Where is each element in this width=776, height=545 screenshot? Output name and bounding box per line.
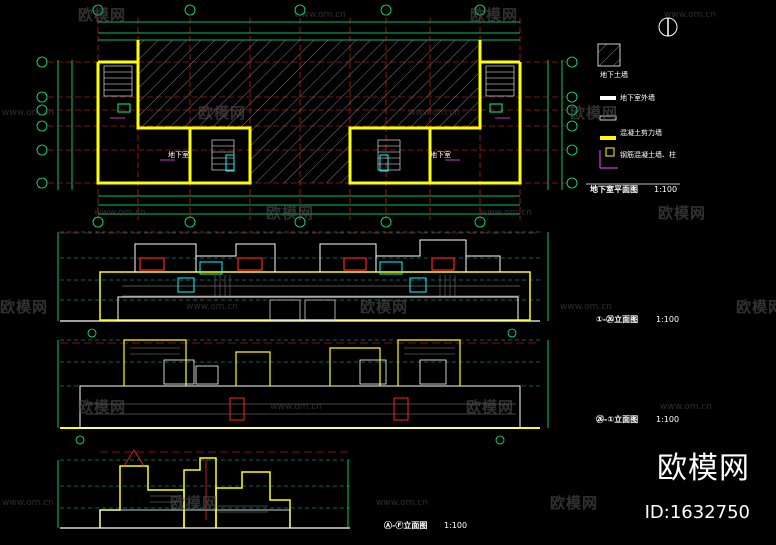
watermark-brand: 欧模网	[470, 6, 519, 24]
watermark-url: www.om.cn	[664, 10, 716, 20]
room-label-right: 地下室	[430, 151, 451, 159]
elevation-2	[57, 339, 549, 445]
room-label-left: 地下室	[168, 151, 189, 159]
watermark-brand: 欧模网	[736, 298, 776, 316]
legend-item-1: 地下土墙	[600, 71, 628, 79]
watermark-brand: 欧模网	[658, 204, 707, 222]
elevation-1	[57, 231, 549, 338]
watermark-brand: 欧模网	[360, 298, 409, 316]
legend-item-2: 地下室外墙	[620, 94, 655, 102]
legend-item-3: 混凝土剪力墙	[620, 129, 662, 137]
watermark-url: www.om.cn	[294, 10, 346, 20]
watermark-url: www.om.cn	[660, 402, 712, 412]
watermark-url: www.om.cn	[2, 108, 54, 118]
legend-item-4: 钢筋混凝土墙、柱	[620, 151, 676, 159]
watermark-brand: 欧模网	[266, 204, 315, 222]
watermark-brand: 欧模网	[78, 6, 127, 24]
watermark-url: www.om.cn	[480, 208, 532, 218]
watermark-url: www.om.cn	[94, 208, 146, 218]
watermark-brand: 欧模网	[170, 494, 219, 512]
watermark-brand: 欧模网	[198, 104, 247, 122]
watermark-url: www.om.cn	[408, 108, 460, 118]
elevation-1-title: ①-㉖立面图	[596, 315, 639, 324]
watermark-url: www.om.cn	[560, 302, 612, 312]
elevation-3-scale: 1:100	[444, 521, 468, 530]
watermark-brand: 欧模网	[78, 398, 127, 416]
legend	[586, 17, 680, 185]
elevation-1-scale: 1:100	[656, 315, 680, 324]
watermark-brand: 欧模网	[0, 298, 49, 316]
plan-title: 地下室平面图	[590, 185, 638, 194]
elevation-2-title: ㉖-①立面图	[596, 415, 639, 424]
watermark-url: www.om.cn	[2, 498, 54, 508]
watermark-brand: 欧模网	[466, 398, 515, 416]
basement-plan	[36, 4, 578, 228]
watermark-url: www.om.cn	[186, 302, 238, 312]
elevation-3-title: Ⓐ-Ⓕ立面图	[384, 521, 428, 530]
plan-scale: 1:100	[654, 185, 678, 194]
elevation-3	[57, 449, 350, 529]
image-id-label: ID:1632750	[644, 502, 750, 523]
elevation-2-scale: 1:100	[656, 415, 680, 424]
brand-logo-text: 欧模网	[657, 451, 750, 486]
watermark-url: www.om.cn	[376, 498, 428, 508]
watermark-brand: 欧模网	[550, 494, 599, 512]
watermark-url: www.om.cn	[270, 402, 322, 412]
watermark-brand: 欧模网	[570, 104, 619, 122]
